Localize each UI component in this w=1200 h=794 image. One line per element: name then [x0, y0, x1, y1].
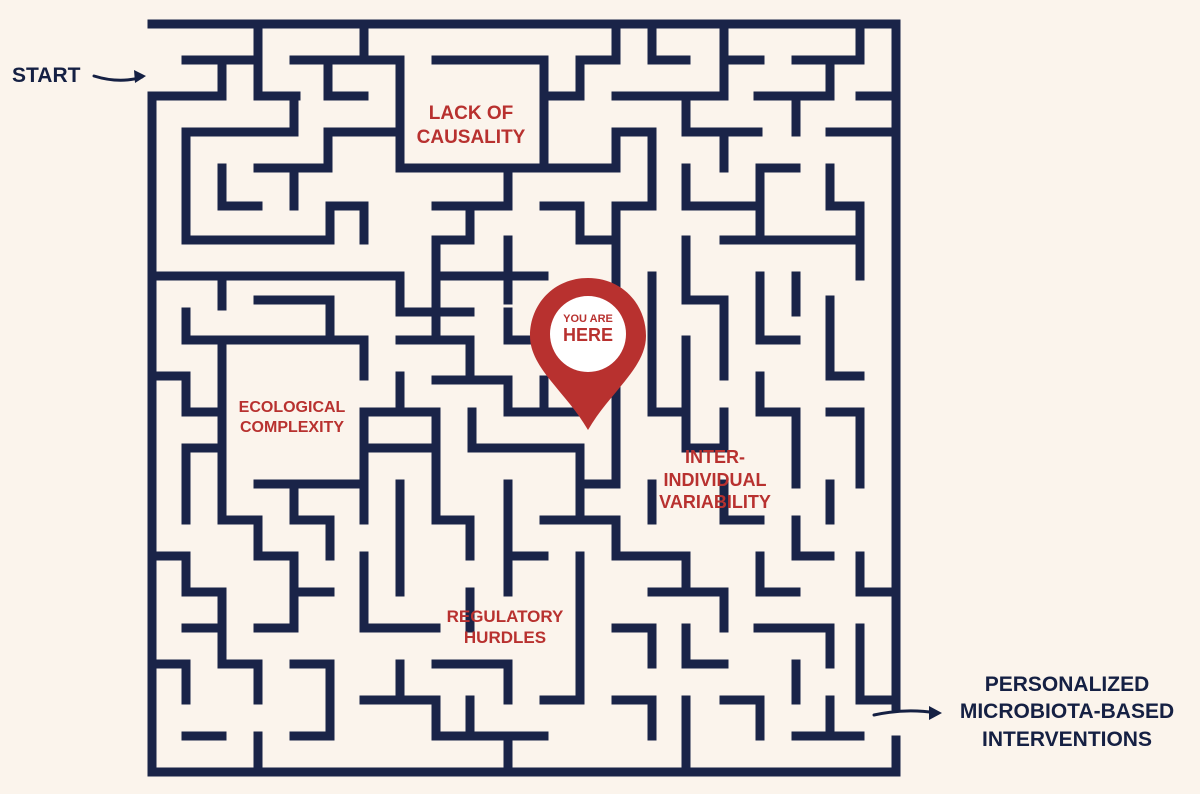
- goal-arrow-icon: [872, 706, 942, 720]
- obstacle-line: HURDLES: [463, 628, 547, 648]
- obstacle-ecological-complexity: ECOLOGICAL COMPLEXITY: [222, 398, 362, 438]
- obstacle-line: REGULATORY: [446, 607, 564, 626]
- obstacle-inter-individual-variability: INTER- INDIVIDUAL VARIABILITY: [640, 446, 790, 514]
- you-are-here-line1: YOU ARE: [563, 313, 613, 325]
- start-arrow-icon: [92, 70, 146, 83]
- goal-label: PERSONALIZED MICROBIOTA-BASED INTERVENTI…: [952, 671, 1182, 753]
- obstacle-line: LACK OF: [428, 103, 514, 124]
- maze-walls: [147, 19, 901, 777]
- obstacle-line: COMPLEXITY: [239, 419, 344, 436]
- obstacle-line: VARIABILITY: [659, 492, 771, 512]
- you-are-here-label: YOU ARE HERE: [548, 313, 628, 345]
- obstacle-line: ECOLOGICAL: [238, 399, 346, 416]
- you-are-here-line2: HERE: [562, 324, 613, 345]
- goal-line: MICROBIOTA-BASED: [959, 700, 1175, 724]
- obstacle-regulatory-hurdles: REGULATORY HURDLES: [430, 606, 580, 649]
- obstacle-line: INDIVIDUAL: [663, 469, 767, 490]
- obstacle-lack-of-causality: LACK OF CAUSALITY: [396, 102, 546, 150]
- goal-line: INTERVENTIONS: [982, 727, 1152, 751]
- obstacle-line: CAUSALITY: [416, 126, 526, 148]
- goal-line: PERSONALIZED: [984, 673, 1150, 696]
- obstacle-line: INTER-: [685, 447, 745, 467]
- location-pin-icon: [530, 278, 646, 430]
- start-label: START: [12, 64, 81, 87]
